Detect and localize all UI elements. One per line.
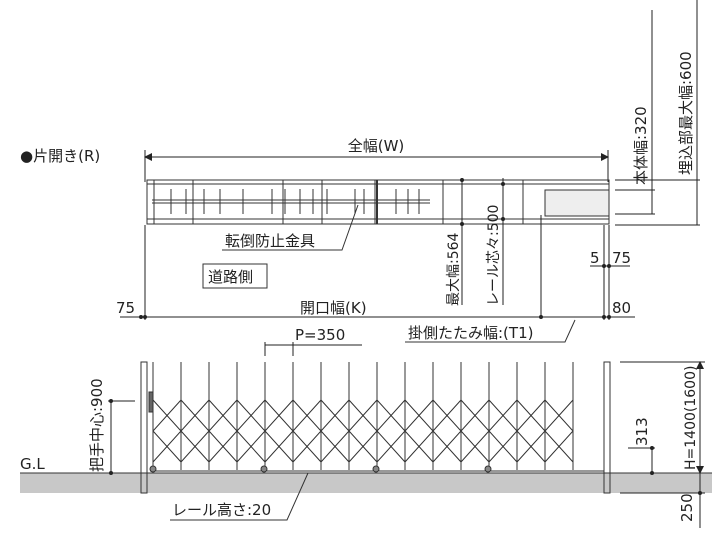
road-side-label: 道路側: [208, 268, 253, 286]
dimension-dots: [139, 178, 611, 319]
right-dimension-lines: [120, 0, 700, 320]
ground-level-label: G.L: [20, 455, 45, 473]
height-label: H=1400(1600): [683, 366, 699, 470]
dim-75-right: 75: [612, 249, 631, 267]
gate-top-view: [146, 179, 610, 225]
rail-center-label: レール芯々:500: [486, 205, 502, 306]
pitch-dimension: [264, 342, 362, 356]
dim-5: 5: [590, 249, 600, 267]
handle-center-label: 把手中心:900: [88, 378, 106, 472]
pitch-label: P=350: [295, 326, 345, 344]
dim-250: 250: [678, 493, 696, 522]
max-width-label: 最大幅:564: [446, 232, 462, 306]
rail-height-label: レール高さ:20: [172, 501, 271, 519]
dim-80: 80: [612, 299, 631, 317]
gate-elevation: [140, 361, 611, 494]
anti-tip-bracket-label: 転倒防止金具: [225, 232, 315, 250]
layout-title: ●片開き(R): [20, 147, 100, 165]
ground: [20, 473, 712, 493]
body-width-label: 本体幅:320: [632, 106, 650, 185]
overall-width-label: 全幅(W): [348, 137, 405, 155]
overall-width-dimension: [144, 150, 609, 182]
dim-75-left: 75: [116, 299, 135, 317]
folded-width-label: 掛側たたみ幅:(T1): [408, 324, 533, 342]
dim-313: 313: [633, 417, 651, 446]
height-dimension: [620, 361, 705, 528]
embed-max-width-label: 埋込部最大幅:600: [677, 51, 695, 175]
opening-width-label: 開口幅(K): [300, 299, 367, 317]
handle-dimension: [108, 400, 135, 473]
